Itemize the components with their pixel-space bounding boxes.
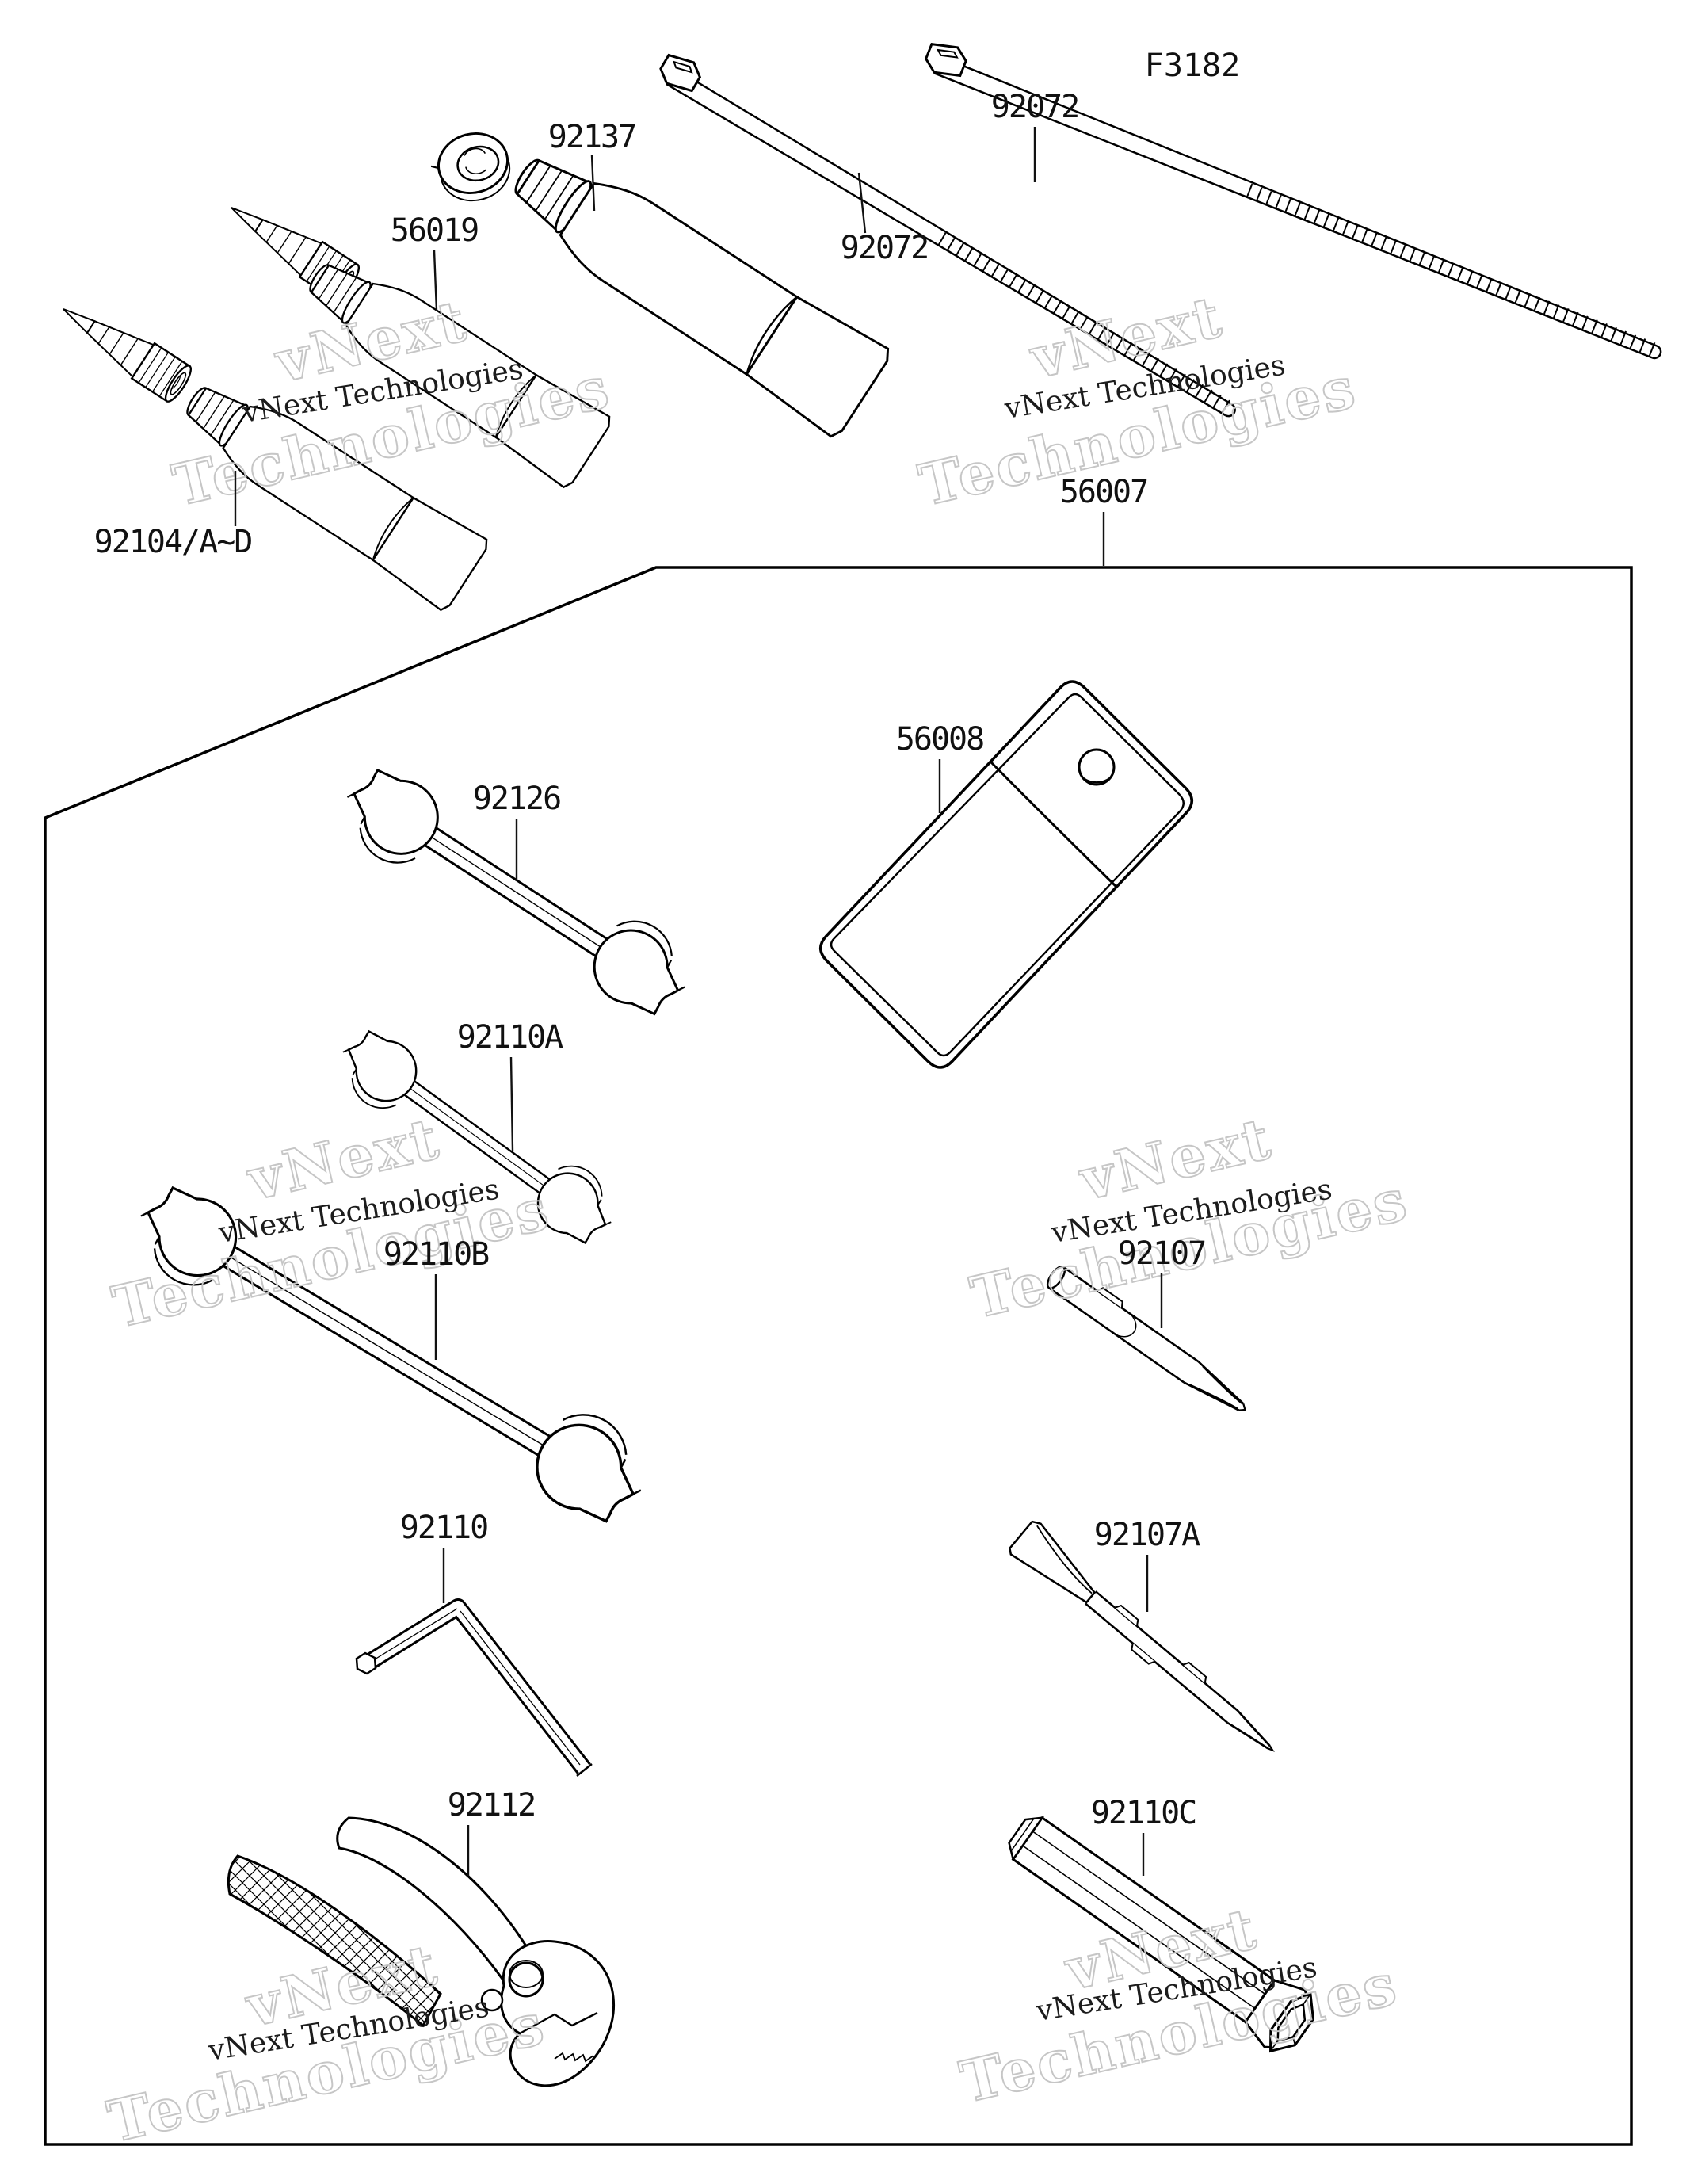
part-label-56008: 56008 [896, 721, 983, 758]
cable-tie-left-drawing [659, 53, 1236, 418]
part-label-92107a: 92107A [1094, 1517, 1200, 1553]
part-labels: 92137 56019 92104/A~D 92072 92072 56007 … [94, 89, 1207, 1876]
part-label-56019: 56019 [391, 212, 478, 249]
cable-tie-right-drawing [924, 42, 1662, 360]
tool-bag-drawing [819, 680, 1193, 1069]
part-label-92110: 92110 [400, 1510, 487, 1546]
double-end-driver-drawing [1009, 1520, 1275, 1752]
part-label-92110c: 92110C [1091, 1795, 1196, 1831]
watermark-cluster: vNext Technologies vNext Technologies [101, 1930, 552, 2156]
part-label-56007: 56007 [1060, 474, 1147, 510]
part-label-92104: 92104/A~D [94, 524, 252, 560]
grommet-drawing [430, 132, 511, 202]
part-label-92072-left: 92072 [841, 230, 928, 266]
hex-key-drawing [355, 1598, 593, 1777]
part-label-92137: 92137 [548, 119, 635, 155]
part-label-92126: 92126 [473, 781, 560, 817]
plug-wrench-drawing [1008, 1816, 1314, 2053]
part-label-92110a: 92110A [457, 1019, 563, 1056]
wrench-92110b-drawing [123, 1170, 661, 1541]
phillips-bit-drawing [1046, 1266, 1246, 1411]
figure-code: F3182 [1145, 48, 1240, 84]
leader-line [857, 172, 867, 234]
nozzle-cone-drawing [51, 290, 196, 406]
watermark-cluster: vNext Technologies vNext Technologies [953, 1893, 1405, 2117]
watermark-cluster: vNext Technologies vNext Technologies [963, 1103, 1415, 1332]
pliers-drawing [227, 1816, 616, 2087]
wrench-92110a-drawing [328, 1018, 626, 1257]
wrench-92126-drawing [330, 753, 702, 1031]
leader-line [590, 155, 596, 212]
part-label-92107: 92107 [1118, 1235, 1205, 1272]
part-label-92110b: 92110B [383, 1236, 489, 1273]
part-label-92112: 92112 [448, 1787, 535, 1823]
tool-kit-box-outline [44, 566, 1633, 2146]
leader-line [433, 250, 438, 311]
leader-line [509, 1056, 514, 1151]
part-label-92072-right: 92072 [991, 89, 1078, 125]
